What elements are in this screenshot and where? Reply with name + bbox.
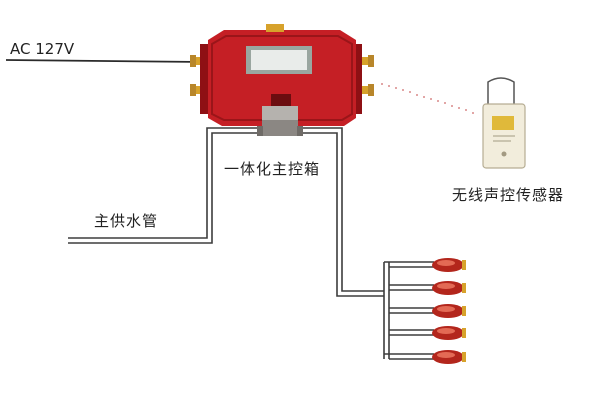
nozzles	[432, 258, 466, 364]
power-supply-label: AC 127V	[10, 40, 75, 58]
spray-nozzle	[432, 326, 466, 340]
spray-nozzle	[432, 258, 466, 272]
main-control-box	[190, 24, 374, 136]
main-control-box-label: 一体化主控箱	[224, 160, 321, 178]
branch-pipe	[297, 127, 390, 359]
wireless-signal	[381, 83, 474, 114]
spray-nozzle	[432, 350, 466, 364]
wireless-sensor	[482, 77, 526, 169]
main-water-pipe-label: 主供水管	[94, 212, 159, 230]
wireless-sensor-label: 无线声控传感器	[452, 186, 565, 204]
main-water-pipe	[68, 127, 262, 244]
spray-nozzle	[432, 281, 466, 295]
spray-nozzle	[432, 304, 466, 318]
nozzle-feeds	[384, 261, 434, 360]
power-cable	[5, 59, 206, 63]
